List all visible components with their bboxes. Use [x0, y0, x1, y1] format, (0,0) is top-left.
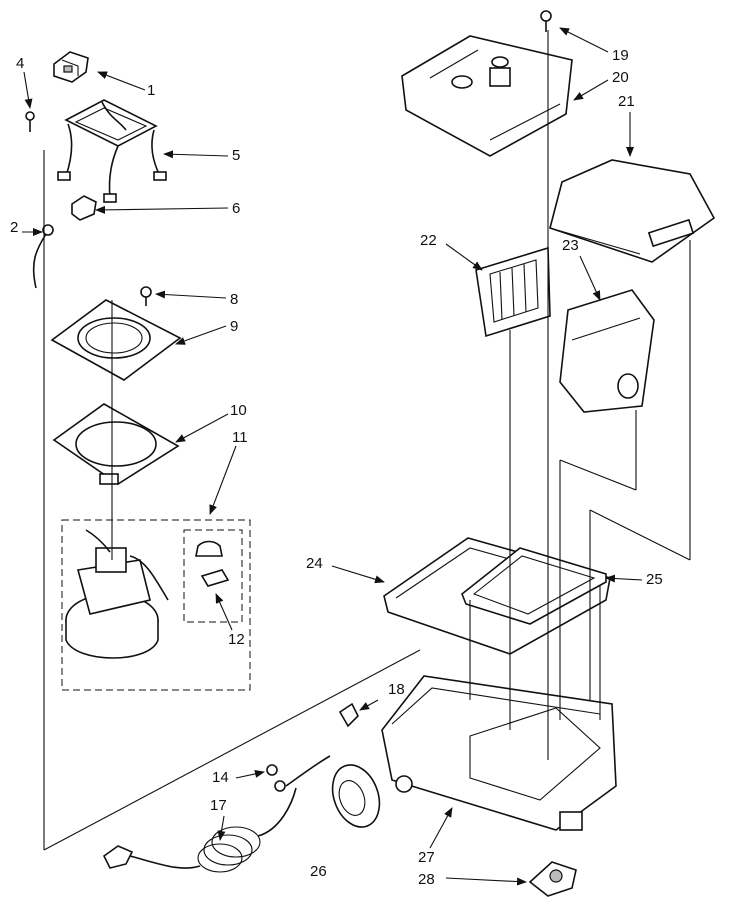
part-switch-6 [71, 195, 97, 221]
part-caster-28 [528, 861, 577, 897]
alignment-lines [43, 30, 691, 851]
part-screw-8 [140, 286, 152, 306]
part-bag-23 [559, 289, 655, 413]
part-wheel-26 [331, 764, 381, 828]
part-screw-4 [25, 111, 35, 132]
callout-1: 1 [147, 82, 155, 99]
part-strain-relief-14 [266, 755, 331, 792]
part-housing-21 [549, 159, 716, 263]
callout-2: 2 [10, 219, 18, 236]
leader-arrows [22, 27, 643, 886]
callout-24: 24 [306, 555, 323, 572]
callout-8: 8 [230, 291, 238, 308]
callout-labels: 1 2 4 5 6 8 9 10 11 12 14 17 18 19 20 21… [10, 47, 663, 888]
callout-27: 27 [418, 849, 435, 866]
part-motor-11 [65, 529, 169, 659]
callout-20: 20 [612, 69, 629, 86]
part-clip-12 [195, 540, 230, 587]
callout-17: 17 [210, 797, 227, 814]
part-wire-2 [32, 224, 54, 289]
callout-4: 4 [16, 55, 24, 72]
part-base-27 [381, 675, 617, 831]
callout-26: 26 [310, 863, 327, 880]
callout-10: 10 [230, 402, 247, 419]
callout-22: 22 [420, 232, 437, 249]
kit-box-12 [183, 529, 243, 623]
callout-14: 14 [212, 769, 229, 786]
part-switch-1 [53, 51, 89, 83]
callout-21: 21 [618, 93, 635, 110]
part-gasket-10 [52, 403, 180, 485]
callout-6: 6 [232, 200, 240, 217]
callout-23: 23 [562, 237, 579, 254]
motor-assembly-box-11 [61, 519, 251, 691]
callout-18: 18 [388, 681, 405, 698]
part-cord-17 [102, 787, 297, 873]
callout-5: 5 [232, 147, 240, 164]
part-grommet-18 [338, 702, 359, 728]
part-motor-frame-5 [57, 99, 167, 203]
callout-28: 28 [418, 871, 435, 888]
callout-11: 11 [232, 429, 248, 446]
callout-19: 19 [612, 47, 629, 64]
callout-12: 12 [228, 631, 245, 648]
callout-25: 25 [646, 571, 663, 588]
part-top-cover-20 [401, 35, 573, 157]
part-screw-19 [540, 10, 552, 32]
part-filter-22 [475, 246, 551, 338]
part-gasket-9 [50, 299, 182, 381]
callout-9: 9 [230, 318, 238, 335]
